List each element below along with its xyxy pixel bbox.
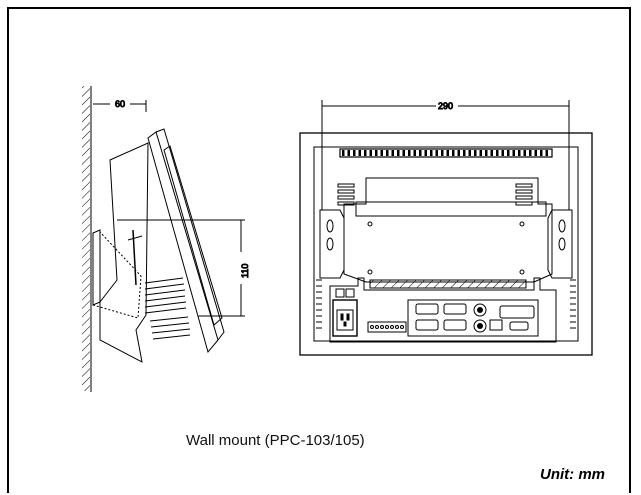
vent-slot xyxy=(523,150,526,156)
upper-side-vents xyxy=(337,183,533,206)
wall-bracket xyxy=(92,229,101,306)
vent-slot xyxy=(386,150,389,156)
vent-slot xyxy=(402,150,405,156)
height-dimension: 110 xyxy=(124,219,251,317)
vent-slot xyxy=(540,150,543,156)
left-keyhole-bracket xyxy=(319,209,345,279)
vent-slot xyxy=(507,150,510,156)
vent-slot xyxy=(446,150,449,156)
vent-slot xyxy=(496,150,499,156)
io-panel xyxy=(329,277,557,343)
left-side-vents xyxy=(316,279,322,329)
vent-slot xyxy=(364,150,367,156)
depth-dimension: 60 xyxy=(93,99,147,112)
vent-slot xyxy=(342,150,345,156)
vent-slot xyxy=(490,150,493,156)
vent-slot xyxy=(534,150,537,156)
power-inlet xyxy=(332,288,358,337)
height-dimension-label: 110 xyxy=(240,264,250,278)
side-vents xyxy=(144,277,191,340)
connector-strip xyxy=(369,279,527,289)
vent-slot xyxy=(463,150,466,156)
front-bezel xyxy=(147,131,219,354)
side-view: 60 xyxy=(82,86,251,392)
monitor-body xyxy=(99,142,149,363)
drawing-caption: Wall mount (PPC-103/105) xyxy=(186,432,365,449)
drawing-frame xyxy=(7,7,631,493)
right-keyhole-bracket xyxy=(547,209,573,279)
width-dimension: 290 xyxy=(321,100,570,210)
vent-slot xyxy=(375,150,378,156)
port-plate xyxy=(407,299,539,337)
vent-slot xyxy=(419,150,422,156)
outer-housing xyxy=(299,132,593,356)
vent-slot xyxy=(452,150,455,156)
wall-hatch xyxy=(82,86,90,391)
round-ports xyxy=(473,303,487,333)
vent-slot xyxy=(529,150,532,156)
vent-slot xyxy=(380,150,383,156)
vent-slot xyxy=(424,150,427,156)
vent-slot xyxy=(441,150,444,156)
serial-ports xyxy=(415,303,535,331)
vent-slot xyxy=(518,150,521,156)
rear-view: 290 xyxy=(299,100,593,356)
vent-slot xyxy=(408,150,411,156)
vent-slot xyxy=(501,150,504,156)
depth-dimension-label: 60 xyxy=(115,99,125,109)
ethernet-port xyxy=(489,319,503,331)
top-vents xyxy=(339,148,553,158)
vent-slot xyxy=(512,150,515,156)
vent-slot xyxy=(545,150,548,156)
unit-label: Unit: mm xyxy=(540,466,605,483)
vent-slot xyxy=(413,150,416,156)
vent-slot xyxy=(430,150,433,156)
mounting-plate xyxy=(343,177,553,283)
vent-slot xyxy=(468,150,471,156)
vent-slot xyxy=(435,150,438,156)
vent-slot xyxy=(474,150,477,156)
vent-slot xyxy=(391,150,394,156)
width-dimension-label: 290 xyxy=(438,101,453,111)
vent-slot xyxy=(397,150,400,156)
terminal-block xyxy=(367,321,407,333)
vent-slot xyxy=(479,150,482,156)
vent-slot xyxy=(457,150,460,156)
vent-slot xyxy=(358,150,361,156)
vent-slot xyxy=(353,150,356,156)
vent-slot xyxy=(347,150,350,156)
vent-slot xyxy=(369,150,372,156)
vent-slot xyxy=(485,150,488,156)
right-side-vents xyxy=(570,279,576,329)
